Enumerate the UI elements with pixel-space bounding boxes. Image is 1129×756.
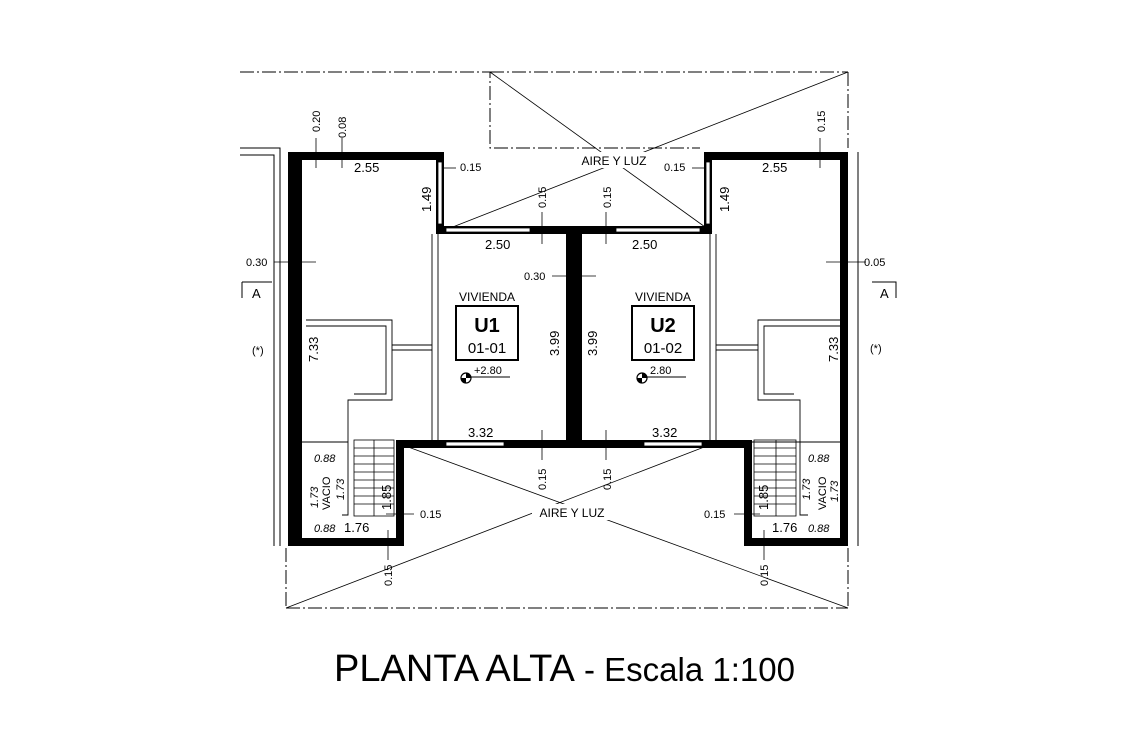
labels: AIRE Y LUZ AIRE Y LUZ VIVIENDA U1 01-01 … [252, 152, 889, 520]
walls [288, 152, 848, 546]
windows [437, 161, 711, 447]
dim-015-top-left: 0.15 [460, 162, 481, 174]
unit2-label: VIVIENDA [635, 290, 691, 304]
dim-399-right: 3.99 [585, 331, 600, 356]
dim-255-right: 2.55 [762, 160, 787, 175]
dimension-ticks [274, 138, 866, 560]
unit-boxes [455, 305, 695, 361]
dim-015-top-far-right: 0.15 [816, 111, 828, 132]
section-marks [241, 281, 897, 298]
interior-lines [302, 234, 840, 516]
drawing-caption: PLANTA ALTA - Escala 1:100 [0, 648, 1129, 691]
dim-250-right: 2.50 [632, 237, 657, 252]
dim-015-bottom-mid-left: 0.15 [537, 469, 549, 490]
dim-030-mid: 0.30 [524, 271, 545, 283]
dim-088-top-left: 0.88 [314, 453, 336, 465]
dim-149-left: 1.49 [419, 187, 434, 212]
dim-015-stair-right: 0.15 [704, 509, 725, 521]
stair-left [353, 439, 395, 517]
dim-015-bottom-right: 0.15 [759, 565, 771, 586]
unit1-code: 01-01 [468, 340, 506, 357]
dim-173-left-a: 1.73 [309, 486, 321, 508]
dim-030-left: 0.30 [246, 257, 267, 269]
dim-176-right: 1.76 [772, 520, 797, 535]
dim-005-right: 0.05 [864, 257, 885, 269]
note-right: (*) [870, 343, 882, 355]
unit2-code: 01-02 [644, 340, 682, 357]
caption-separator: - [574, 651, 605, 688]
unit2-level: 2.80 [650, 365, 671, 377]
dim-088-bottom-left: 0.88 [314, 523, 336, 535]
floor-plan-drawing: AIRE Y LUZ AIRE Y LUZ VIVIENDA U1 01-01 … [240, 71, 897, 609]
dim-332-right: 3.32 [652, 425, 677, 440]
level-markers [460, 372, 686, 384]
adjacent-lines [240, 147, 859, 546]
section-mark-right: A [880, 286, 889, 301]
dim-173-right-a: 1.73 [801, 478, 813, 500]
dim-015-stair-left: 0.15 [420, 509, 441, 521]
dim-020: 0.20 [311, 111, 323, 132]
dim-088-bottom-right: 0.88 [808, 523, 830, 535]
dim-332-left: 3.32 [468, 425, 493, 440]
unit1-label: VIVIENDA [459, 290, 515, 304]
section-mark-left: A [252, 286, 261, 301]
dim-399-left: 3.99 [547, 331, 562, 356]
dim-173-left-b: 1.73 [335, 478, 347, 500]
caption-scale: Escala 1:100 [604, 651, 795, 688]
dim-015-top-mid-right: 0.15 [602, 187, 614, 208]
dim-173-right-b: 1.73 [829, 480, 841, 502]
dim-255-left: 2.55 [354, 160, 379, 175]
dim-008: 0.08 [337, 117, 349, 138]
unit2-name: U2 [650, 315, 676, 337]
aire-y-luz-top: AIRE Y LUZ [582, 154, 647, 168]
dim-149-right: 1.49 [717, 187, 732, 212]
dim-250-left: 2.50 [485, 237, 510, 252]
dim-088-top-right: 0.88 [808, 453, 830, 465]
dim-185-right: 1.85 [756, 485, 771, 510]
note-left: (*) [252, 345, 264, 357]
unit1-name: U1 [474, 315, 500, 337]
dim-015-top-right: 0.15 [664, 162, 685, 174]
stair-right [753, 439, 797, 517]
vacio-right: VACIO [817, 476, 829, 510]
dim-015-bottom-left: 0.15 [383, 565, 395, 586]
dim-185-left: 1.85 [379, 485, 394, 510]
caption-title: PLANTA ALTA [334, 648, 575, 690]
dim-176-left: 1.76 [344, 520, 369, 535]
dim-015-bottom-mid-right: 0.15 [602, 469, 614, 490]
aire-y-luz-bottom: AIRE Y LUZ [540, 506, 605, 520]
dimensions: 0.20 0.08 2.55 0.15 1.49 0.15 0.15 0.15 … [246, 111, 885, 586]
unit1-level: +2.80 [474, 365, 502, 377]
dim-733-right: 7.33 [826, 337, 841, 362]
dim-733-left: 7.33 [306, 337, 321, 362]
vacio-left: VACIO [321, 476, 333, 510]
dim-015-top-mid-left: 0.15 [537, 187, 549, 208]
